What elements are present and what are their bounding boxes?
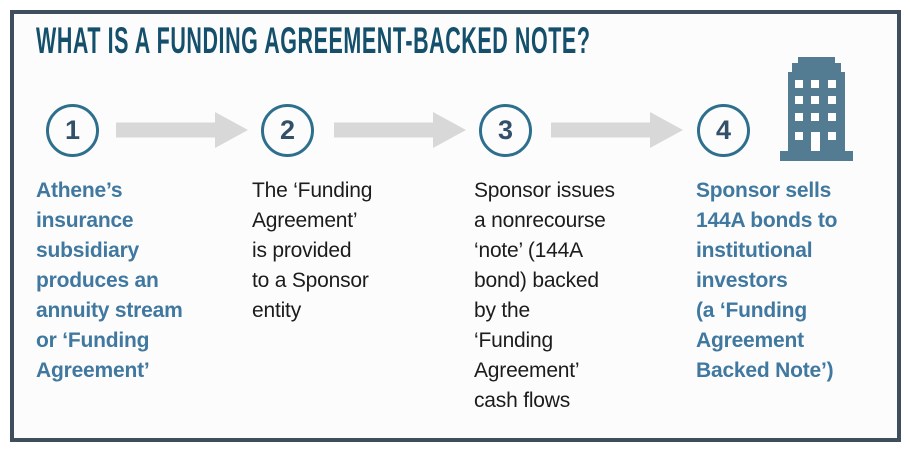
step-1-number-badge: 1 <box>46 104 99 157</box>
step-1-number: 1 <box>64 115 81 145</box>
step-2-number: 2 <box>279 115 296 145</box>
step-3-description: Sponsor issues a nonrecourse ‘note’ (144… <box>474 179 615 412</box>
step-4-number-badge: 4 <box>697 104 750 157</box>
page-title: WHAT IS A FUNDING AGREEMENT-BACKED NOTE? <box>36 20 591 61</box>
right-arrow-icon <box>116 112 248 148</box>
right-arrow-icon <box>334 112 466 148</box>
right-arrow-icon <box>551 112 683 148</box>
step-1-description: Athene’s insurance subsidiary produces a… <box>36 179 183 382</box>
frame-border <box>10 10 901 442</box>
office-building-icon <box>780 57 853 161</box>
step-2-description: The ‘Funding Agreement’ is provided to a… <box>252 179 373 322</box>
step-3-number-badge: 3 <box>479 104 532 157</box>
step-3-number: 3 <box>497 115 514 145</box>
step-2-number-badge: 2 <box>261 104 314 157</box>
step-4-description: Sponsor sells 144A bonds to institutiona… <box>696 179 838 382</box>
step-4-number: 4 <box>715 115 732 145</box>
